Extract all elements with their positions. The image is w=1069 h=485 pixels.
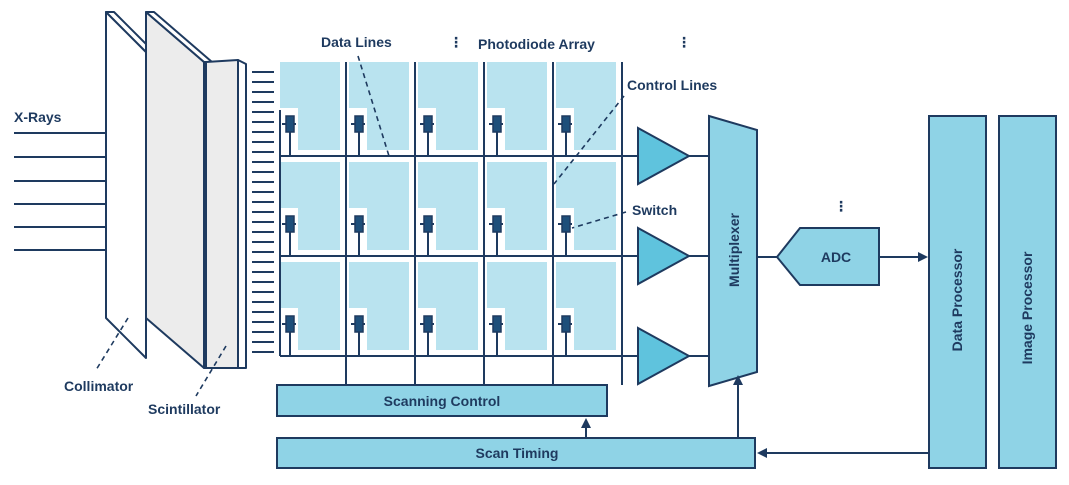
- photodiode-cell: [556, 62, 616, 150]
- multiplexer-label: Multiplexer: [726, 212, 742, 286]
- control-lines-leader: [553, 95, 625, 185]
- photodiode-cell: [487, 62, 547, 150]
- ellipsis-top-right: ⋮: [677, 34, 691, 50]
- image-processor-label: Image Processor: [1019, 251, 1035, 364]
- photodiode-cell: [280, 162, 340, 250]
- switch: [492, 115, 502, 133]
- switch: [354, 315, 364, 333]
- switch: [561, 215, 571, 233]
- switch-leader: [571, 211, 627, 229]
- photodiode-cell: [487, 262, 547, 350]
- scanning-control-block: [276, 384, 608, 417]
- scintillator-leader: [195, 345, 227, 397]
- data-processor-label: Data Processor: [949, 248, 965, 351]
- switch: [285, 215, 295, 233]
- ellipsis-top-left: ⋮: [449, 34, 463, 50]
- photodiode-array-label: Photodiode Array: [478, 36, 595, 52]
- scintillator-back-plate: [205, 59, 247, 369]
- xrays-label: X-Rays: [14, 109, 62, 125]
- photodiode-cell: [487, 162, 547, 250]
- switch: [285, 115, 295, 133]
- control-lines-label: Control Lines: [627, 77, 717, 93]
- data-lines-label: Data Lines: [321, 34, 392, 50]
- scan-timing-label: Scan Timing: [476, 445, 559, 461]
- edge-comb: [252, 71, 274, 353]
- ellipsis-adc: ⋮: [834, 198, 848, 214]
- collimator-label: Collimator: [64, 378, 134, 394]
- multiplexer-block: [708, 114, 758, 388]
- photodiode-cell: [556, 162, 616, 250]
- collimator-leader: [95, 317, 129, 371]
- amplifiers: [637, 126, 709, 386]
- scanning-control-label: Scanning Control: [384, 393, 501, 409]
- switch: [285, 315, 295, 333]
- switch: [423, 315, 433, 333]
- switch: [561, 115, 571, 133]
- photodiode-cell: [280, 62, 340, 150]
- adc-label: ADC: [821, 249, 851, 265]
- photodiode-cell: [280, 262, 340, 350]
- photodiode-cell: [556, 262, 616, 350]
- switch: [492, 215, 502, 233]
- photodiode-cell: [349, 62, 409, 150]
- switch-label: Switch: [632, 202, 677, 218]
- switch: [423, 215, 433, 233]
- scan-timing-block: [276, 437, 756, 469]
- data-processor-block: [928, 115, 987, 469]
- amplifier: [637, 326, 692, 386]
- switch: [354, 215, 364, 233]
- switch: [561, 315, 571, 333]
- photodiode-array: [279, 62, 638, 385]
- photodiode-cell: [349, 262, 409, 350]
- switch: [423, 115, 433, 133]
- image-processor-block: [998, 115, 1057, 469]
- photodiode-cell: [418, 162, 478, 250]
- photodiode-cell: [418, 262, 478, 350]
- switch: [354, 115, 364, 133]
- photodiode-cell: [349, 162, 409, 250]
- amplifier: [637, 126, 692, 186]
- scintillator-label: Scintillator: [148, 401, 221, 417]
- amplifier: [637, 226, 692, 286]
- switch: [492, 315, 502, 333]
- photodiode-cell: [418, 62, 478, 150]
